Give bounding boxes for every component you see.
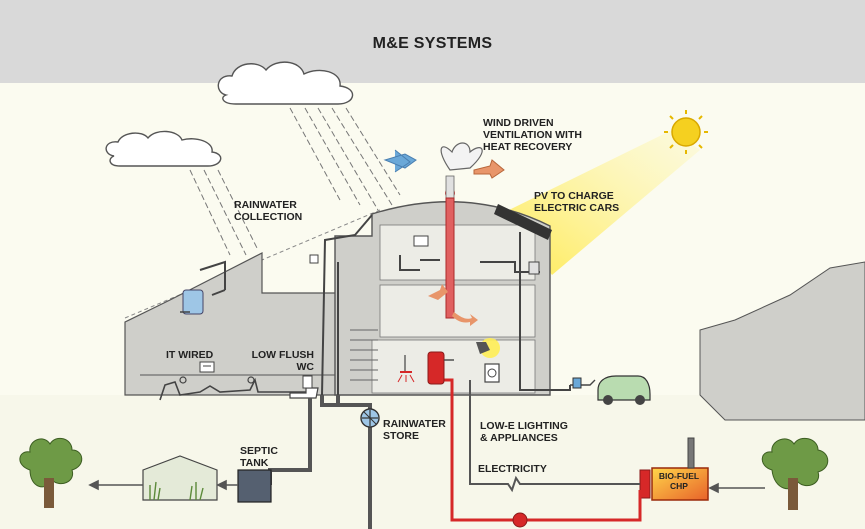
radiator-icon xyxy=(413,235,429,247)
hot-water-cylinder-icon xyxy=(427,351,454,385)
tree-icon-left xyxy=(19,437,83,508)
chp-flue xyxy=(687,437,695,469)
upper-floor-room xyxy=(379,224,536,281)
label-wind-ventilation: WIND DRIVEN VENTILATION WITH HEAT RECOVE… xyxy=(483,117,582,153)
header-band xyxy=(0,0,865,83)
it-cable-node xyxy=(179,376,187,384)
roof-tap-icon xyxy=(309,254,319,264)
label-rainwater-collection: RAINWATER COLLECTION xyxy=(234,199,303,223)
cloud-icon-small xyxy=(105,130,222,167)
effluent-arrows xyxy=(88,479,238,491)
shower-icon xyxy=(397,355,415,383)
label-low-flush-wc: LOW FLUSH WC xyxy=(251,349,314,373)
fresh-air-arrow-icon xyxy=(383,149,417,173)
building-services-pipework xyxy=(321,214,571,396)
cloud-icon-large xyxy=(217,61,354,105)
exhaust-air-arrow-icon xyxy=(473,159,505,179)
septic-tank xyxy=(237,469,272,503)
low-e-lamp-icon xyxy=(476,342,490,354)
warm-air-arrow-icon xyxy=(452,312,478,326)
heat-meter-icon xyxy=(512,512,528,528)
wc-icon xyxy=(289,375,319,399)
label-low-e-lighting: LOW-E LIGHTING & APPLIANCES xyxy=(480,420,568,444)
appliance-icon xyxy=(484,363,500,383)
heat-distribution-pipe xyxy=(440,378,642,522)
ventilation-shaft xyxy=(445,197,455,319)
pv-inverter-icon xyxy=(528,261,540,275)
bio-fuel-chp-unit xyxy=(651,467,709,501)
it-socket-icon xyxy=(199,361,215,373)
page-title: M&E SYSTEMS xyxy=(372,35,493,52)
staircase xyxy=(350,329,378,381)
sun-icon xyxy=(664,110,708,154)
label-bio-fuel-chp: BIO-FUEL CHP xyxy=(658,471,700,491)
car-charger-icon xyxy=(572,377,582,389)
label-rainwater-store: RAINWATER STORE xyxy=(383,418,446,442)
pv-panel xyxy=(494,204,552,240)
electric-car-icon xyxy=(597,375,651,405)
left-wing xyxy=(124,252,341,396)
tree-icon-right xyxy=(761,437,829,510)
neighbour-building xyxy=(699,261,865,421)
label-it-wired: IT WIRED xyxy=(166,349,214,361)
rainwater-store-valve-icon xyxy=(360,408,380,428)
fuel-supply-arrow xyxy=(708,482,765,494)
rainwater-downpipe xyxy=(199,260,226,296)
label-electricity: ELECTRICITY xyxy=(478,463,547,475)
label-septic-tank: SEPTIC TANK xyxy=(240,445,278,469)
it-data-cable xyxy=(159,377,310,401)
rain-streaks xyxy=(189,107,401,256)
cool-air-arrow-icon xyxy=(428,284,448,300)
rainwater-butt-icon xyxy=(180,289,204,315)
label-pv-cars: PV TO CHARGE ELECTRIC CARS xyxy=(534,190,620,214)
ground xyxy=(0,395,865,529)
middle-floor-room xyxy=(379,284,536,338)
wind-cowl-icon xyxy=(440,142,483,199)
it-cable-node xyxy=(247,376,255,384)
sun-light-beam xyxy=(505,130,700,275)
electricity-cable xyxy=(469,380,640,493)
